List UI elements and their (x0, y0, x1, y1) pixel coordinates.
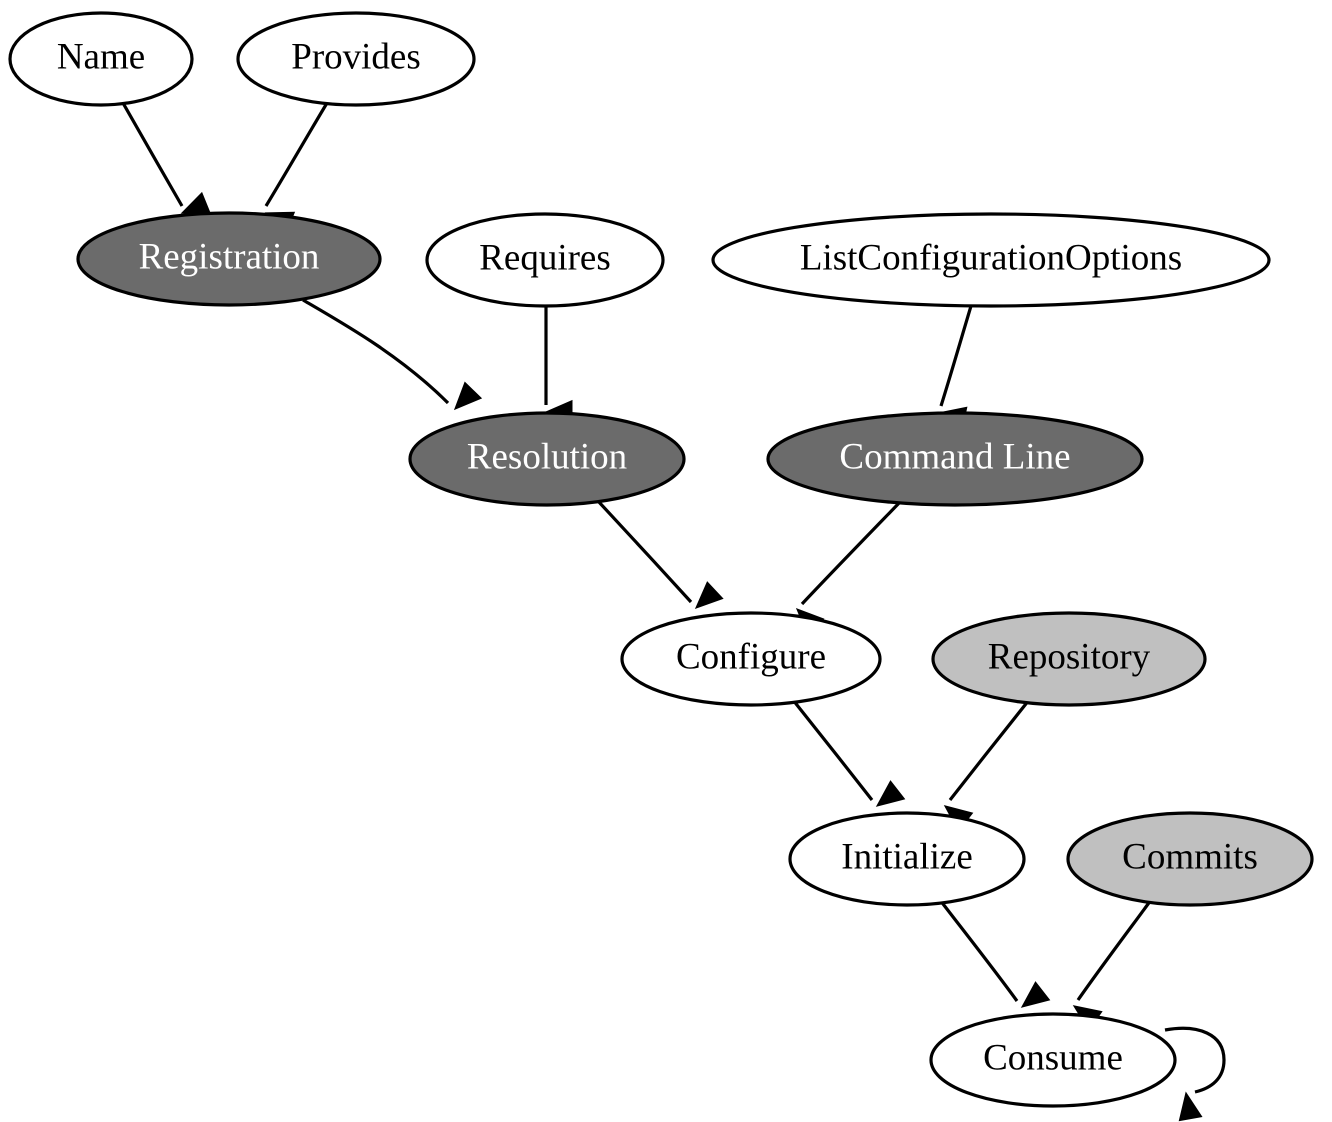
edge-line (791, 699, 874, 801)
node-label-repository: Repository (988, 636, 1151, 677)
node-shape-initialize[interactable] (788, 811, 1026, 907)
node-label-consume: Consume (983, 1037, 1123, 1078)
node-shape-name[interactable] (8, 11, 194, 107)
node-shape-registration[interactable] (76, 211, 382, 307)
node-shape-commits[interactable] (1066, 811, 1314, 907)
edge-line (948, 699, 1031, 801)
edge-line (939, 305, 973, 407)
graph-node-resolution[interactable]: Resolution (408, 411, 686, 507)
graph-node-repository[interactable]: Repository (931, 611, 1207, 707)
graph-node-consume[interactable]: Consume (929, 1012, 1177, 1108)
graph-node-commandline[interactable]: Command Line (766, 411, 1144, 507)
graph-edge (121, 102, 212, 215)
graph-edge (943, 699, 1031, 832)
graph-node-listconfig[interactable]: ListConfigurationOptions (711, 212, 1271, 308)
graph-node-configure[interactable]: Configure (620, 611, 882, 707)
edge-line (121, 102, 184, 207)
graph-edge (302, 298, 483, 411)
graph-edge (544, 306, 573, 425)
arrowhead-icon (694, 581, 724, 610)
graph-edge (795, 498, 904, 637)
node-label-commits: Commits (1122, 836, 1258, 877)
node-shape-repository[interactable] (931, 611, 1207, 707)
node-shape-consume[interactable] (929, 1012, 1177, 1108)
graph-node-initialize[interactable]: Initialize (788, 811, 1026, 907)
node-label-resolution: Resolution (467, 436, 627, 477)
graph-edge (1072, 899, 1153, 1032)
node-label-listconfig: ListConfigurationOptions (800, 237, 1182, 278)
node-label-requires: Requires (479, 237, 611, 278)
node-label-name: Name (57, 36, 145, 77)
node-label-initialize: Initialize (841, 836, 973, 877)
arrowhead-icon (875, 780, 906, 807)
arrowhead-icon (1020, 981, 1051, 1008)
edge-line (596, 499, 693, 604)
graph-edge (1164, 1026, 1226, 1122)
graph-node-commits[interactable]: Commits (1066, 811, 1314, 907)
edge-line (938, 899, 1019, 1002)
graph-node-name[interactable]: Name (8, 11, 194, 107)
node-shape-commandline[interactable] (766, 411, 1144, 507)
node-shape-listconfig[interactable] (711, 212, 1271, 308)
arrowhead-icon (180, 191, 212, 215)
node-shape-provides[interactable] (236, 11, 476, 107)
arrowhead-icon (1178, 1091, 1203, 1122)
graph-edge (938, 899, 1051, 1008)
node-label-commandline: Command Line (839, 436, 1070, 477)
graph-node-provides[interactable]: Provides (236, 11, 476, 107)
graph-node-requires[interactable]: Requires (425, 212, 665, 308)
graph-edge (596, 499, 724, 610)
edge-line (302, 298, 450, 405)
node-shape-requires[interactable] (425, 212, 665, 308)
graph-node-registration[interactable]: Registration (76, 211, 382, 307)
node-label-configure: Configure (676, 636, 826, 677)
node-shape-configure[interactable] (620, 611, 882, 707)
arrowhead-icon (453, 381, 483, 411)
graph-edge (937, 305, 973, 431)
edge-line (1076, 899, 1153, 1001)
edge-line (264, 102, 329, 207)
node-label-registration: Registration (139, 236, 320, 277)
graph-edge (791, 699, 906, 807)
node-shape-resolution[interactable] (408, 411, 686, 507)
edge-line (800, 498, 904, 606)
edge-line (1164, 1026, 1226, 1094)
node-label-provides: Provides (291, 36, 421, 77)
